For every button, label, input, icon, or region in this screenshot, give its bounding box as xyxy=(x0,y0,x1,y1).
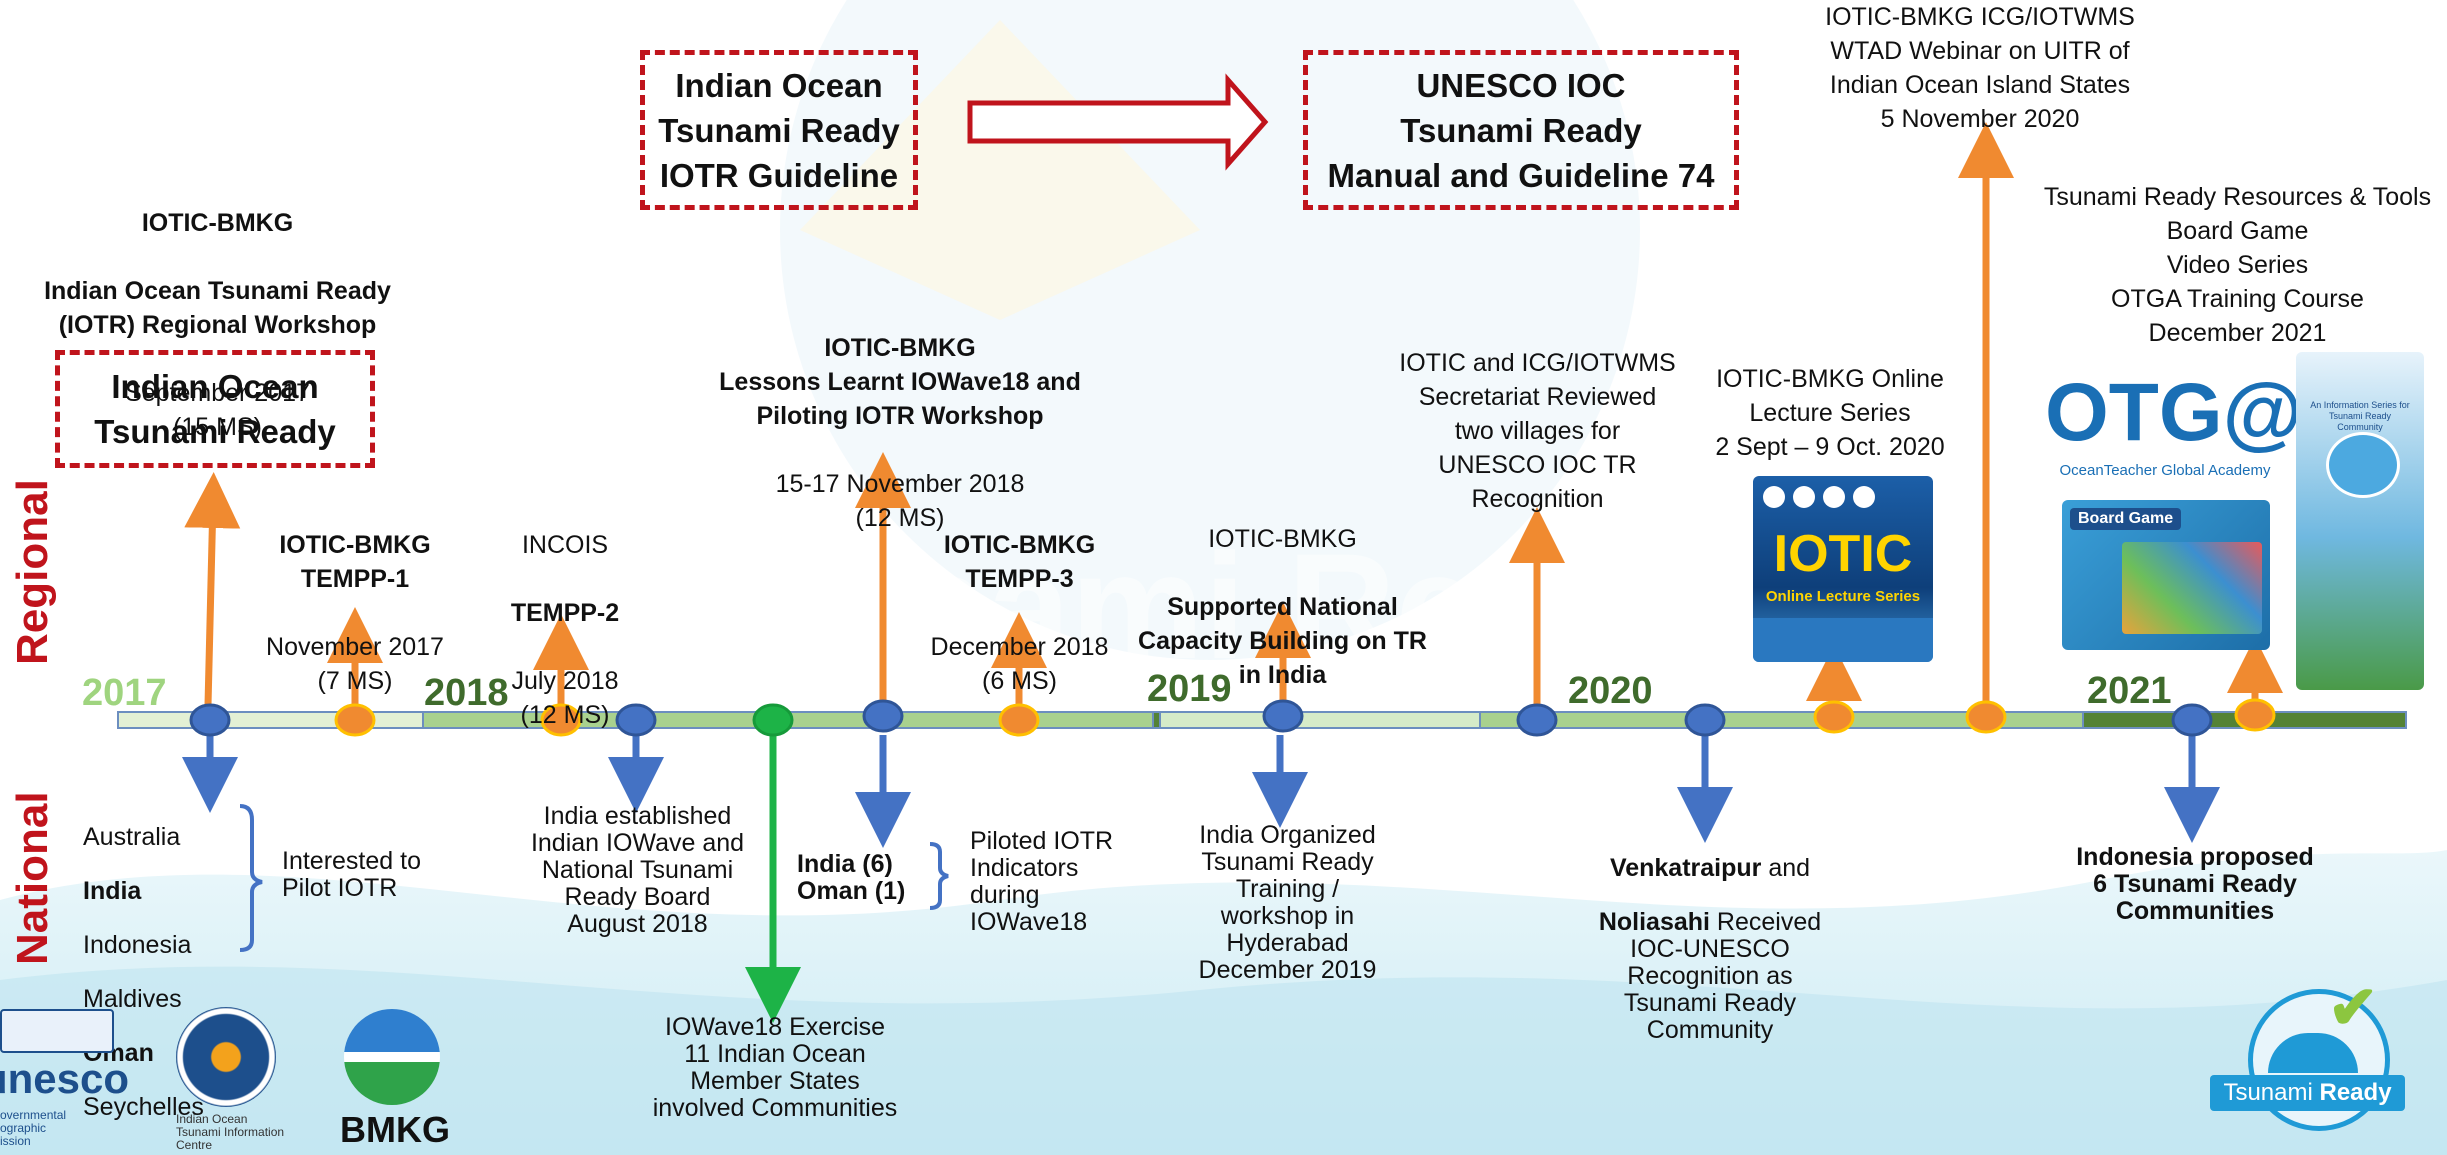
workshop-2017-date: September 2017 (15 MS) xyxy=(125,379,310,441)
country-item: India xyxy=(83,877,142,905)
recognition-village-1: Venkatraipur xyxy=(1609,854,1762,882)
iotic-card-title: IOTIC xyxy=(1773,525,1913,583)
bmkg-emblem-icon xyxy=(344,1009,440,1105)
tempp3-org: IOTIC-BMKG TEMPP-3 xyxy=(943,531,1096,593)
otga-logo: OTG@ xyxy=(2045,367,2303,458)
national-cb-title: Supported National Capacity Building on … xyxy=(1138,593,1427,689)
tempp1: IOTIC-BMKG TEMPP-1 November 2017 (7 MS) xyxy=(240,494,470,732)
iotic-card-logos xyxy=(1763,486,1923,508)
recognition: Venkatraipur and Noliasahi Received IOC-… xyxy=(1575,828,1845,1044)
year-2021: 2021 xyxy=(2087,670,2172,712)
year-2018: 2018 xyxy=(424,672,509,714)
board-image xyxy=(2122,542,2262,634)
guideline-arrow xyxy=(967,73,1269,171)
year-2017: 2017 xyxy=(82,672,167,714)
tsunami-ready-mini-icon xyxy=(2326,432,2400,498)
badge-check-icon: ✔ xyxy=(2328,974,2379,1041)
bracket-pilots xyxy=(929,842,949,910)
iowave-exercise: IOWave18 Exercise 11 Indian Ocean Member… xyxy=(652,1013,898,1122)
tempp2-title: TEMPP-2 xyxy=(510,599,620,627)
india-training: India Organized Tsunami Ready Training /… xyxy=(1198,821,1377,984)
bmkg-logo: BMKG xyxy=(340,1005,450,1155)
badge-label: Tsunami Ready xyxy=(2210,1075,2405,1111)
workshop-2017-title: Indian Ocean Tsunami Ready (IOTR) Region… xyxy=(44,277,391,339)
iotic-logo-text: Indian Ocean Tsunami Information Centre xyxy=(176,1112,285,1152)
national-cb-org: IOTIC-BMKG xyxy=(1208,525,1357,553)
country-item: Maldives xyxy=(83,985,182,1013)
bracket-countries xyxy=(239,804,263,952)
country-item: Indonesia xyxy=(83,931,192,959)
tempp1-date: November 2017 (7 MS) xyxy=(266,633,444,695)
board-game-label: Board Game xyxy=(2070,508,2182,530)
lessons-learnt: IOTIC-BMKG Lessons Learnt IOWave18 and P… xyxy=(700,297,1100,569)
iotic-logo: Indian Ocean Tsunami Information Centre xyxy=(172,1005,312,1155)
year-2019: 2019 xyxy=(1147,668,1232,710)
iotr-guideline-box: Indian Ocean Tsunami Ready IOTR Guidelin… xyxy=(640,50,918,210)
guide-title: An Information Series for Tsunami Ready … xyxy=(2310,400,2410,432)
national-capacity: IOTIC-BMKG Supported National Capacity B… xyxy=(1130,488,1435,726)
tempp3-date: December 2018 (6 MS) xyxy=(930,633,1109,695)
iotic-lecture-card: IOTIC Online Lecture Series xyxy=(1753,476,1933,662)
iotic-card-wave xyxy=(1753,618,1933,662)
recognition-and: and xyxy=(1761,854,1811,882)
villages-reviewed: IOTIC and ICG/IOTWMS Secretariat Reviewe… xyxy=(1399,349,1676,513)
tempp2-date: July 2018 (12 MS) xyxy=(511,667,619,729)
tsunami-ready-badge: ✔ Tsunami Ready xyxy=(2210,974,2405,1145)
online-lecture: IOTIC-BMKG Online Lecture Series 2 Sept … xyxy=(1715,365,1945,461)
national-arrows xyxy=(182,735,2220,848)
indonesia-proposed: Indonesia proposed 6 Tsunami Ready Commu… xyxy=(2076,843,2314,925)
logo-icon xyxy=(1763,486,1785,508)
unesco-subtext: overnmental ographic ission xyxy=(0,1108,67,1148)
country-item: Seychelles xyxy=(83,1093,204,1121)
pilot-countries: India (6) Oman (1) xyxy=(797,850,906,905)
otga-subtitle: OceanTeacher Global Academy xyxy=(2059,462,2271,479)
country-list: Australia India Indonesia Maldives Oman … xyxy=(83,797,233,1148)
workshop-2017-org: IOTIC-BMKG xyxy=(141,209,294,237)
recognition-rest: Received IOC-UNESCO Recognition as Tsuna… xyxy=(1623,908,1822,1044)
guide-card: An Information Series for Tsunami Ready … xyxy=(2296,352,2424,690)
timeline-nodes xyxy=(189,698,2276,737)
badge-word-tsunami: Tsunami xyxy=(2223,1079,2313,1106)
year-2020: 2020 xyxy=(1568,670,1653,712)
country-item: Australia xyxy=(83,823,181,851)
lessons-date: 15-17 November 2018 (12 MS) xyxy=(775,470,1025,532)
tempp2: INCOIS TEMPP-2 July 2018 (12 MS) xyxy=(480,494,650,766)
workshop-2017: IOTIC-BMKG Indian Ocean Tsunami Ready (I… xyxy=(20,172,415,478)
unesco-guideline-box: UNESCO IOC Tsunami Ready Manual and Guid… xyxy=(1303,50,1739,210)
wtad-webinar: IOTIC-BMKG ICG/IOTWMS WTAD Webinar on UI… xyxy=(1825,3,2135,133)
tempp1-org: IOTIC-BMKG TEMPP-1 xyxy=(279,531,431,593)
badge-word-ready: Ready xyxy=(2319,1079,2392,1106)
unesco-logo: unesco overnmental ographic ission xyxy=(0,1005,130,1155)
logo-icon xyxy=(1853,486,1875,508)
iotr-box: Indian Ocean Tsunami Ready xyxy=(55,350,375,468)
unesco-emblem-icon xyxy=(0,1009,114,1053)
resources-tools: Tsunami Ready Resources & Tools Board Ga… xyxy=(2043,183,2432,347)
regional-arrows xyxy=(184,122,2283,712)
iotic-card-subtitle: Online Lecture Series xyxy=(1765,588,1921,605)
unesco-word: unesco xyxy=(0,1055,130,1102)
interested-pilot: Interested to Pilot IOTR xyxy=(282,847,421,902)
tempp2-org: INCOIS xyxy=(521,531,609,559)
tempp3: IOTIC-BMKG TEMPP-3 December 2018 (6 MS) xyxy=(912,494,1127,732)
iotic-emblem-icon xyxy=(176,1007,276,1107)
bmkg-word: BMKG xyxy=(340,1109,450,1150)
recognition-village-2: Noliasahi xyxy=(1598,908,1710,936)
board-game-card: Board Game xyxy=(2062,500,2270,650)
lessons-org: IOTIC-BMKG Lessons Learnt IOWave18 and P… xyxy=(719,334,1081,430)
india-board: India established Indian IOWave and Nati… xyxy=(530,802,745,938)
logo-icon xyxy=(1823,486,1845,508)
piloted-indicators: Piloted IOTR Indicators during IOWave18 xyxy=(970,827,1114,936)
logo-icon xyxy=(1793,486,1815,508)
